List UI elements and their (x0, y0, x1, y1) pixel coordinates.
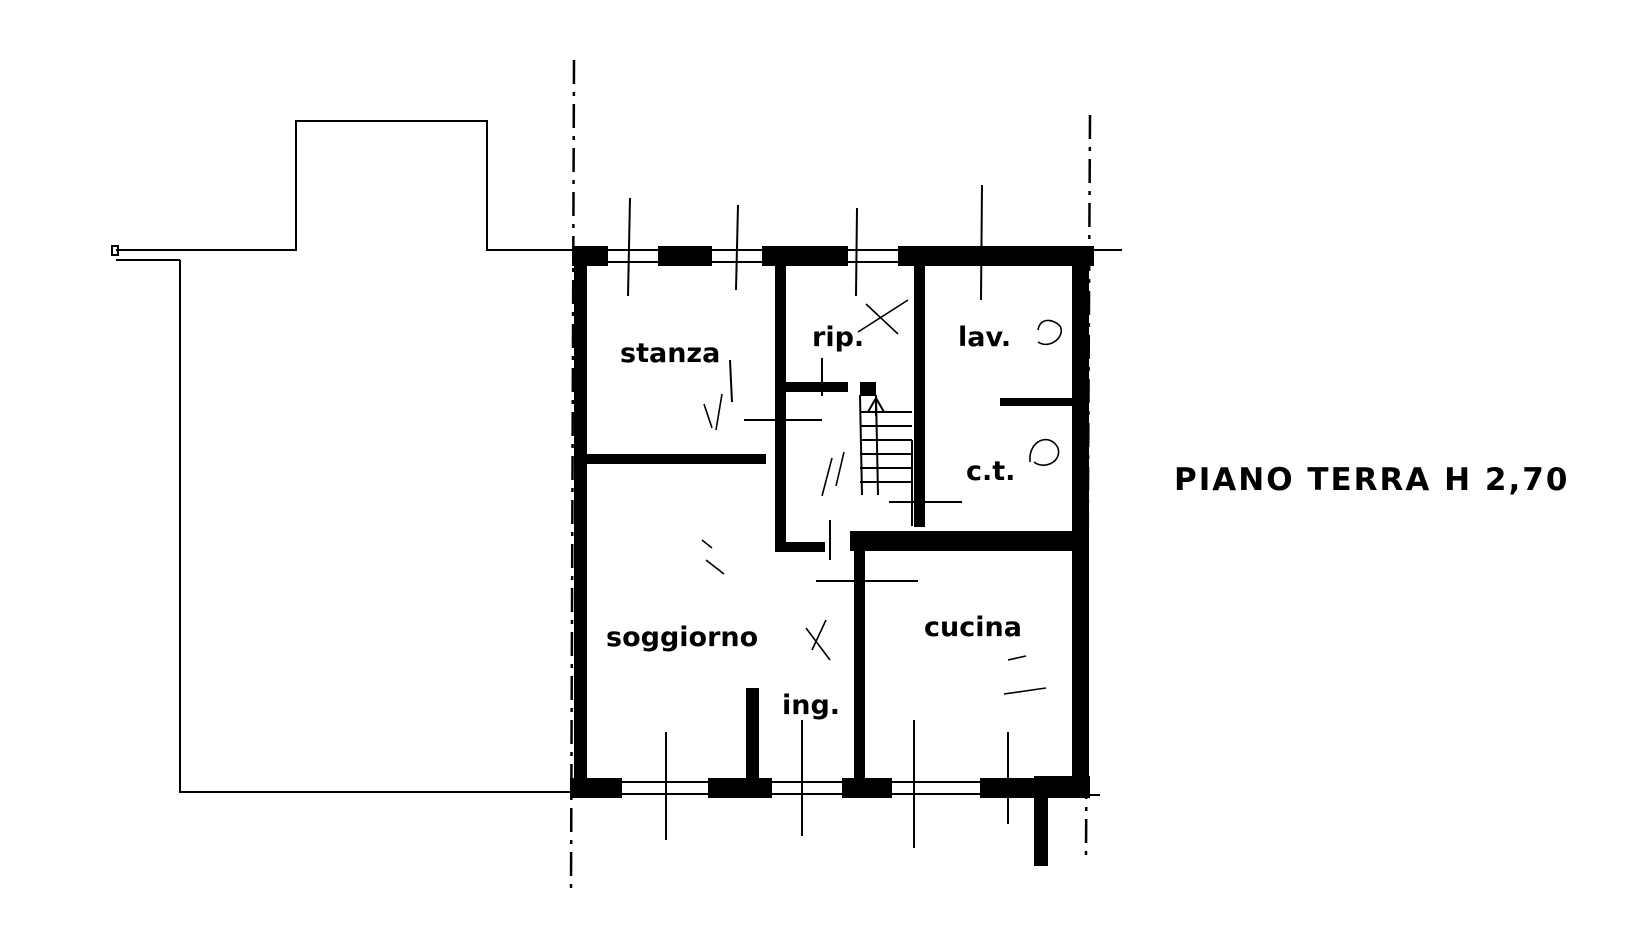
room-label-stanza: stanza (620, 338, 720, 369)
interior-walls (586, 262, 1074, 780)
boundary-axes (569, 59, 1122, 891)
room-label-cucina: cucina (924, 612, 1022, 643)
adjacent-building-outline (111, 120, 574, 793)
floor-title: PIANO TERRA H 2,70 (1174, 462, 1569, 498)
room-label-rip: rip. (812, 322, 864, 353)
staircase (859, 394, 962, 526)
fixture-symbols (701, 299, 1063, 695)
room-label-ct: c.t. (966, 456, 1015, 487)
room-label-soggiorno: soggiorno (606, 622, 758, 653)
room-label-ing: ing. (782, 690, 840, 721)
dimension-ticks (627, 184, 1009, 848)
exterior-walls (570, 246, 1094, 866)
room-label-lav: lav. (958, 322, 1011, 353)
